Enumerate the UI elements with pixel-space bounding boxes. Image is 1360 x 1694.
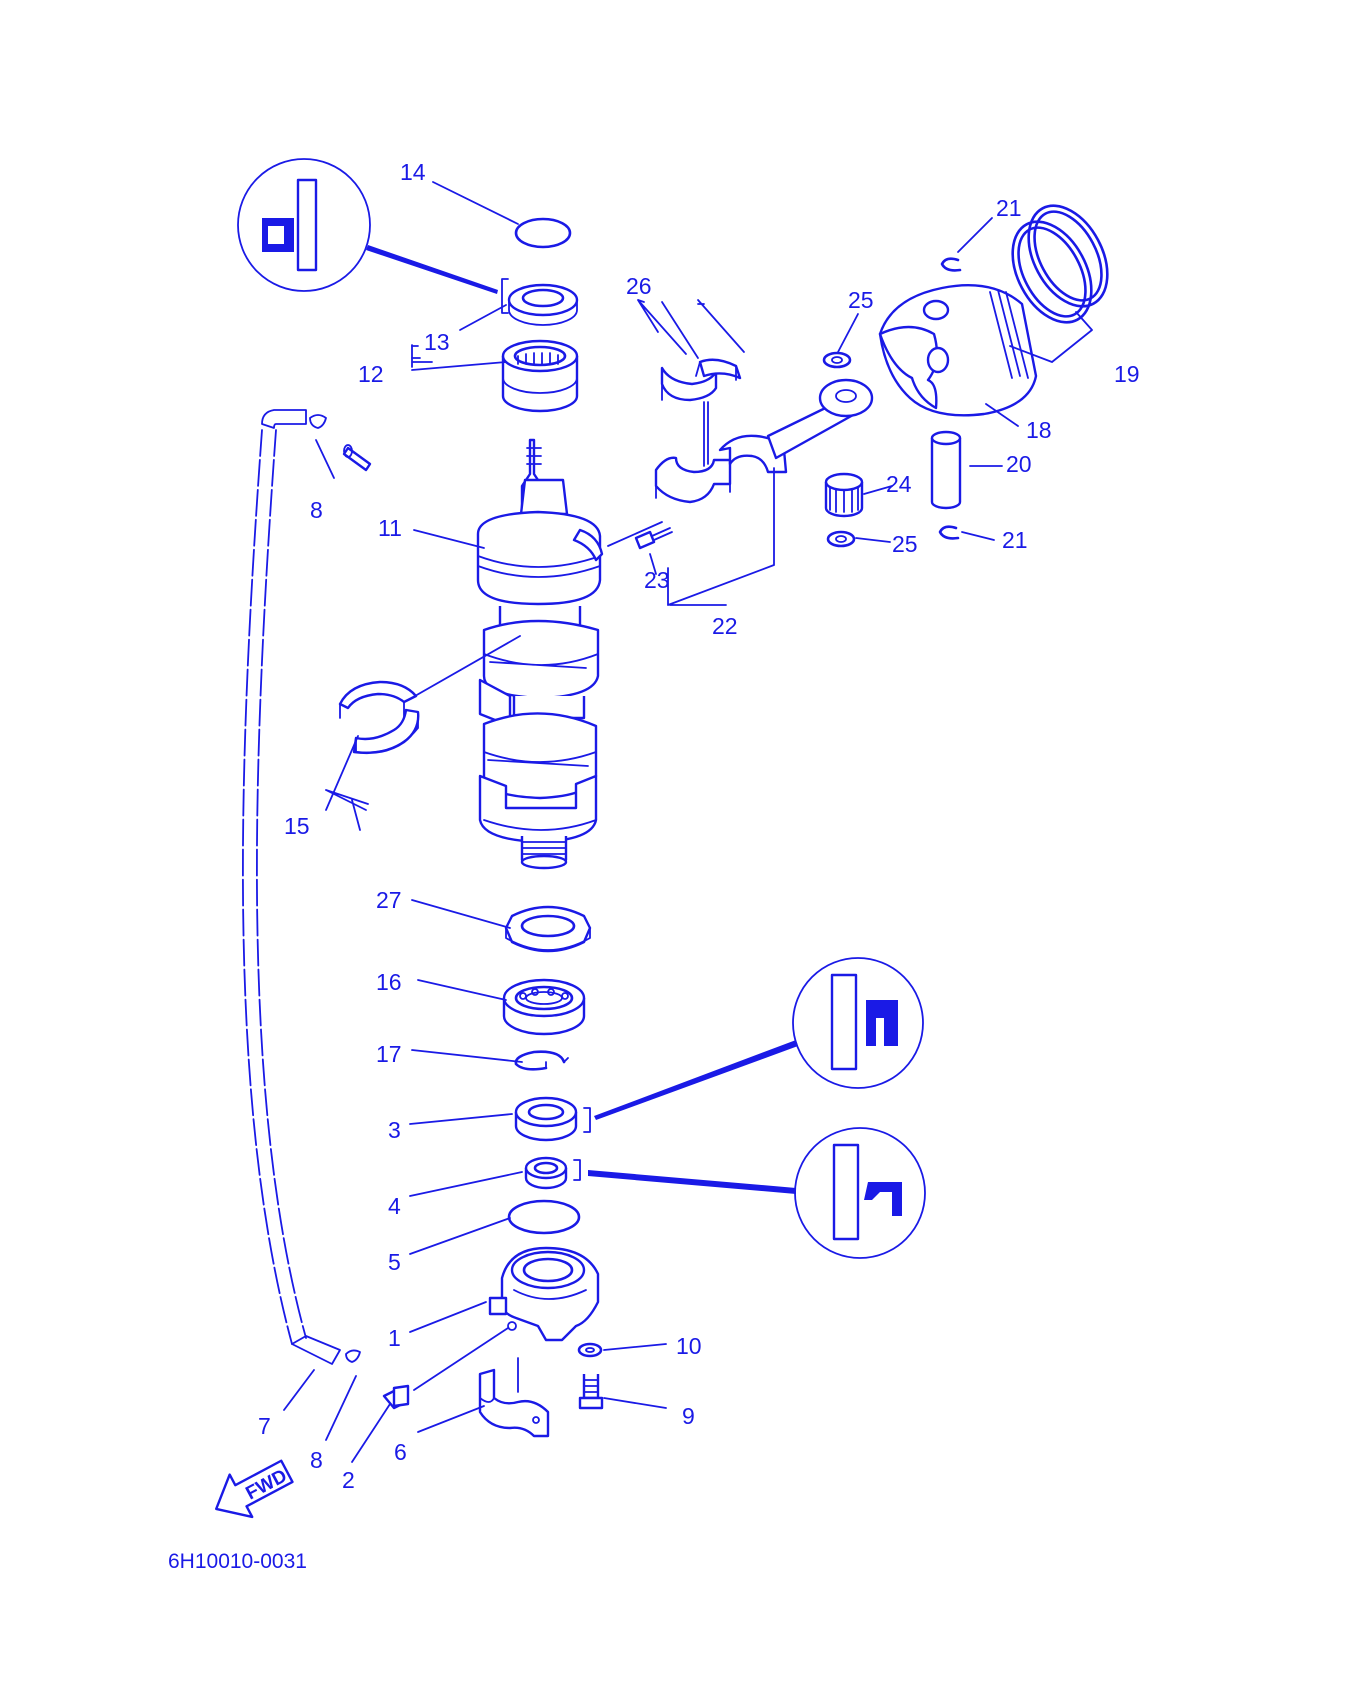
callout-8-top: 8	[310, 497, 323, 523]
oil-seal-4	[524, 1156, 581, 1190]
callout-11: 11	[378, 515, 402, 541]
hose-7	[242, 409, 341, 1365]
callout-27: 27	[376, 887, 402, 913]
callout-5: 5	[388, 1249, 401, 1275]
piston-rings-19	[1011, 204, 1109, 324]
fwd-arrow-icon: FWD	[215, 1459, 294, 1519]
bolt-9	[578, 1374, 604, 1410]
lubricant-symbol-top	[237, 158, 498, 294]
callout-13: 13	[424, 329, 450, 355]
callout-16: 16	[376, 969, 402, 995]
washer-27	[504, 905, 592, 953]
callout-9: 9	[682, 1403, 695, 1429]
callout-15: 15	[284, 813, 310, 839]
grease-symbol-icon	[864, 1182, 902, 1216]
callout-19: 19	[1114, 361, 1140, 387]
washer-25-bottom	[826, 530, 856, 548]
leader-lines	[283, 181, 1093, 1463]
callout-24: 24	[886, 471, 912, 497]
callout-25-top: 25	[848, 287, 874, 313]
circlip-17	[514, 1050, 569, 1071]
piston-18	[878, 284, 1038, 417]
callout-12: 12	[358, 361, 384, 387]
bracket-6	[478, 1368, 550, 1438]
callout-22: 22	[712, 613, 738, 639]
callout-17: 17	[376, 1041, 402, 1067]
callout-21-bottom: 21	[1002, 527, 1028, 553]
callout-23: 23	[644, 567, 670, 593]
callout-6: 6	[394, 1439, 407, 1465]
o-ring-5	[507, 1199, 581, 1235]
callout-10: 10	[676, 1333, 702, 1359]
callout-18: 18	[1026, 417, 1052, 443]
part-number-code: 6H10010-0031	[168, 1550, 307, 1573]
needle-bearing-12	[501, 339, 579, 413]
callout-labels: 14 13 12 26 25 21 19 18 20 24 25 21 8 11…	[258, 159, 1140, 1493]
lubricant-symbol-mid	[594, 957, 924, 1120]
needle-bearing-24	[824, 472, 864, 518]
callout-14: 14	[400, 159, 426, 185]
callout-1: 1	[388, 1325, 401, 1351]
clip-21-top	[940, 257, 962, 272]
grease-symbol-icon	[866, 1000, 898, 1046]
connecting-rod	[718, 378, 874, 474]
clip-8-top	[309, 414, 372, 472]
callout-25-bottom: 25	[892, 531, 918, 557]
washer-25-top	[822, 351, 852, 369]
connecting-rod-cap-22	[654, 456, 732, 504]
oil-seal-3	[514, 1096, 591, 1142]
bearing-26	[660, 358, 742, 402]
crankshaft-11	[476, 438, 604, 870]
callout-2: 2	[342, 1467, 355, 1493]
washer-10	[577, 1342, 603, 1358]
bearing-15	[338, 680, 420, 755]
upper-oil-seal-13	[501, 278, 579, 326]
callout-26: 26	[626, 273, 652, 299]
callout-21-top: 21	[996, 195, 1022, 221]
ball-bearing-16	[502, 978, 586, 1036]
lower-bearing-housing-1	[488, 1246, 600, 1342]
callout-7: 7	[258, 1413, 271, 1439]
lubricant-symbol-low	[588, 1127, 926, 1259]
clip-8-bottom	[345, 1349, 361, 1363]
callout-8-bottom: 8	[310, 1447, 323, 1473]
upper-oil-seal-14	[514, 217, 572, 249]
drain-plug-2	[382, 1384, 410, 1410]
callout-4: 4	[388, 1193, 401, 1219]
clip-21-bottom	[938, 525, 960, 540]
callout-20: 20	[1006, 451, 1032, 477]
bolt-23	[634, 527, 673, 550]
piston-pin-20	[930, 430, 962, 510]
callout-3: 3	[388, 1117, 401, 1143]
